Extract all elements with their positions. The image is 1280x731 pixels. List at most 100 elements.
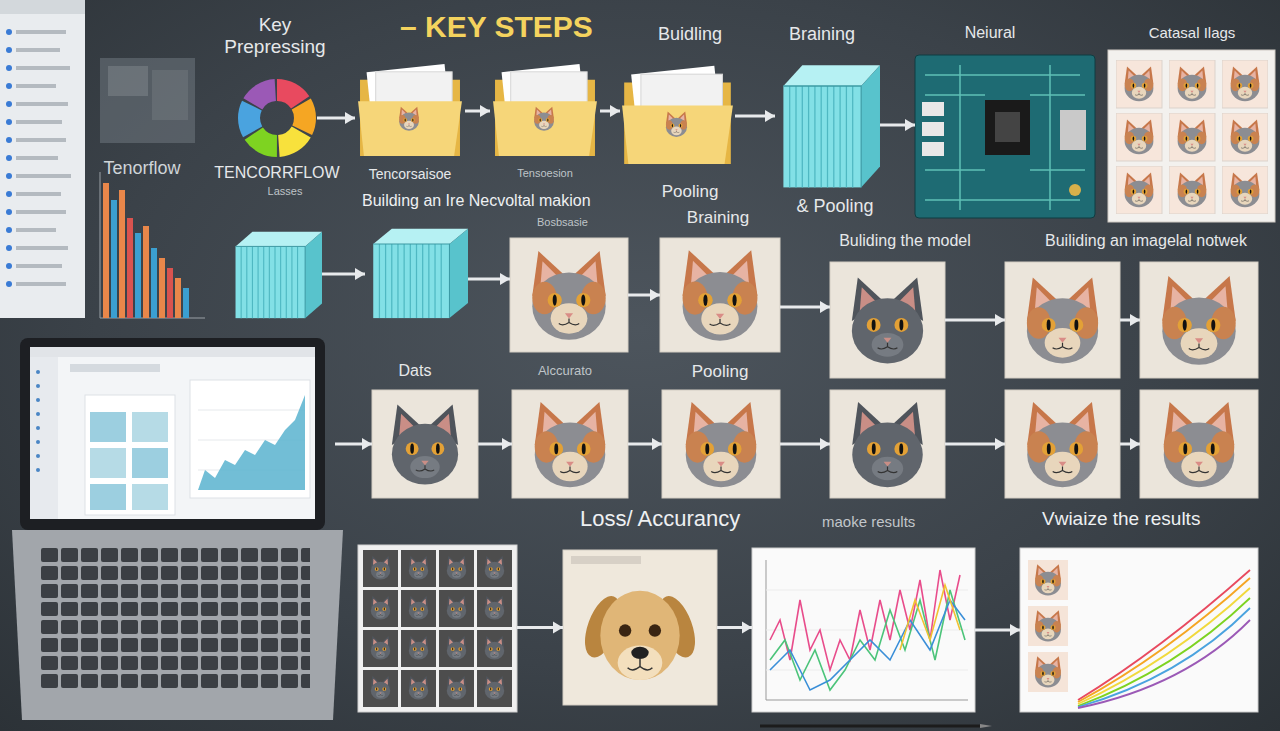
folder-icons xyxy=(358,64,733,164)
laptop-part xyxy=(36,440,40,444)
image-card xyxy=(1020,548,1258,712)
laptop-part xyxy=(132,412,168,442)
image-card xyxy=(1005,390,1120,498)
bar-chart-part xyxy=(103,183,109,318)
arrow-connector xyxy=(317,112,355,124)
image-card: Key PrepressingTENCORRFLOWLasses xyxy=(237,78,317,158)
arrow-head xyxy=(1010,624,1020,636)
arrow-connector xyxy=(945,438,1005,450)
arrow-head xyxy=(820,301,830,313)
faint-screenshot-part xyxy=(108,66,148,96)
image-card xyxy=(752,548,975,712)
laptop-part xyxy=(30,357,58,519)
app-sidebar-part xyxy=(6,209,12,215)
app-sidebar-part xyxy=(16,264,62,268)
loss-chart-part xyxy=(752,548,975,712)
app-sidebar-part xyxy=(16,138,66,142)
arrow-head xyxy=(355,268,365,280)
laptop-part xyxy=(12,530,343,720)
results-chart-part xyxy=(1035,656,1061,687)
image-card: Alccurato xyxy=(512,390,628,498)
color-wheel-part xyxy=(249,90,305,146)
bar-chart-part xyxy=(135,233,141,318)
bar-chart-part xyxy=(151,248,157,318)
caption-text: Builiding an imagelal notwek xyxy=(1045,232,1247,250)
arrow-connector xyxy=(780,301,830,313)
app-sidebar-part xyxy=(0,0,85,318)
app-sidebar-part xyxy=(6,173,12,179)
cat-cards-part xyxy=(510,238,628,352)
app-sidebar-part xyxy=(16,30,66,34)
arrow-connector xyxy=(780,438,830,450)
photo-grid xyxy=(358,545,517,712)
cat-cards-part xyxy=(535,402,606,487)
caption-text: Tencorsaisoe xyxy=(369,166,452,182)
circuit-board-part xyxy=(925,65,1085,210)
circuit-board-part xyxy=(915,55,1095,218)
cat-cards-part xyxy=(852,277,923,363)
arrow-connector xyxy=(478,438,512,450)
circuit-board-part xyxy=(922,142,944,156)
photo-grid-part xyxy=(358,545,517,712)
results-chart-part xyxy=(1078,608,1250,707)
app-sidebar-part xyxy=(6,47,12,53)
bar-chart-part xyxy=(111,200,117,318)
image-card: BuidlingPoolingBraining xyxy=(620,62,735,170)
cat-cards-part xyxy=(532,251,605,340)
app-sidebar-part xyxy=(6,119,12,125)
laptop-part xyxy=(36,370,40,374)
circuit-board xyxy=(915,55,1095,218)
arrow-connector xyxy=(465,105,490,117)
tensor-cubes-part xyxy=(236,232,322,318)
tensor-cubes-part xyxy=(783,65,880,187)
laptop xyxy=(12,338,343,720)
caption-text: Catasal Ilags xyxy=(1149,24,1236,41)
cat-cards-part xyxy=(1005,262,1120,378)
cat-cards-part xyxy=(1162,276,1235,365)
app-sidebar-part xyxy=(6,101,12,107)
caption-text: Pooling xyxy=(662,182,719,202)
app-sidebar-part xyxy=(16,120,62,124)
arrow-connector xyxy=(517,622,563,634)
app-sidebar-part xyxy=(16,210,66,214)
image-card: Dats xyxy=(372,390,478,498)
cat-cards-part xyxy=(830,262,945,378)
cat-cards-part xyxy=(1164,402,1235,487)
results-chart-part xyxy=(1020,548,1258,712)
bar-chart-part xyxy=(183,288,189,318)
image-card: Braining& Pooling xyxy=(775,60,880,190)
image-card xyxy=(1140,390,1258,498)
arrow-connector xyxy=(335,438,372,450)
caption-text: Dats xyxy=(399,362,432,380)
loss-chart-part xyxy=(770,570,960,670)
loss-chart-part xyxy=(900,585,960,650)
bar-chart-part xyxy=(159,258,165,318)
image-card xyxy=(830,390,945,498)
app-sidebar-part xyxy=(16,84,56,88)
pen xyxy=(760,724,992,728)
laptop-part xyxy=(36,454,40,458)
laptop-part xyxy=(36,412,40,416)
app-sidebar-part xyxy=(16,174,71,178)
image-card: Builiding an imagelal notwek xyxy=(1005,262,1120,378)
laptop-part xyxy=(30,347,315,357)
image-card: Buliding the model xyxy=(830,262,945,378)
folder-icons-part xyxy=(493,64,597,156)
loss-chart xyxy=(752,548,975,712)
dog-card-part xyxy=(571,556,641,564)
app-sidebar-part xyxy=(16,156,58,160)
circuit-board-part xyxy=(1069,184,1081,196)
bar-chart-part xyxy=(143,226,149,318)
pen-part xyxy=(980,724,992,728)
color-wheel xyxy=(249,90,305,146)
laptop-part xyxy=(90,412,126,442)
cat-cards-part xyxy=(830,390,945,498)
note-label: Bosbsasie xyxy=(537,216,588,229)
arrow-connector xyxy=(945,314,1005,326)
cat-cards xyxy=(372,238,1258,498)
circuit-board-part xyxy=(995,112,1020,142)
loss-chart-part xyxy=(770,600,965,690)
arrow-head xyxy=(1130,314,1140,326)
image-card: Neiural xyxy=(915,55,1095,218)
